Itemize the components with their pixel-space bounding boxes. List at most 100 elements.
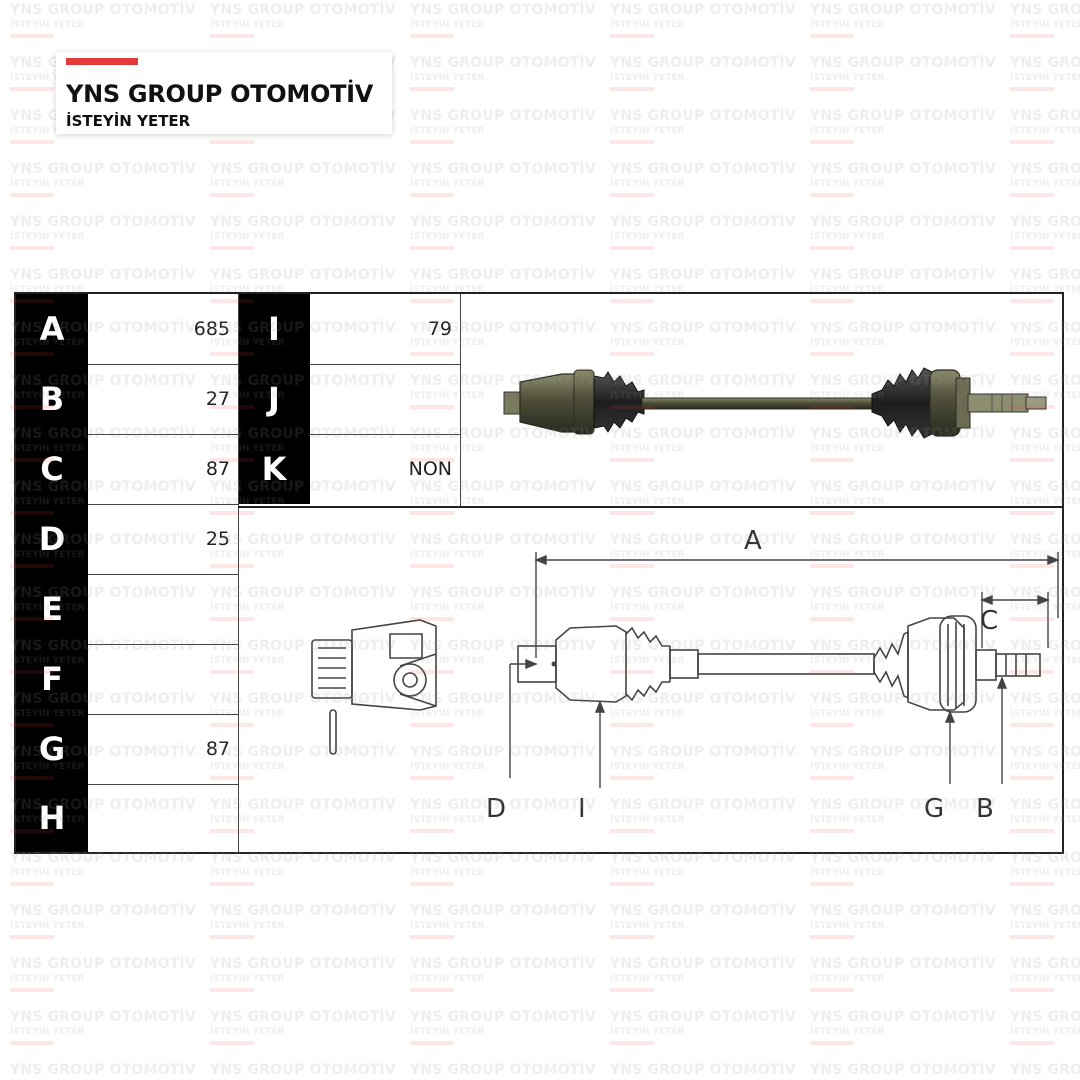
watermark-tile: YNS GROUP OTOMOTİV İSTEYİN YETER [200,1005,400,1058]
grid-line [238,294,239,852]
watermark-text: YNS GROUP OTOMOTİV [10,214,196,230]
watermark-bar [610,246,654,250]
watermark-bar [10,935,54,939]
watermark-text: YNS GROUP OTOMOTİV [1010,956,1080,972]
watermark-bar [810,988,854,992]
spec-value-g: 87 [205,738,230,760]
watermark-bar [810,34,854,38]
dimension-label-b: B [976,794,994,824]
watermark-bar [810,935,854,939]
watermark-text: YNS GROUP OTOMOTİV [610,108,796,124]
spec-letter-f: F [16,644,88,714]
spec-letter-k: K [238,434,310,504]
watermark-slogan: İSTEYİN YETER [410,179,485,189]
watermark-text: YNS GROUP OTOMOTİV [810,2,996,18]
watermark-bar [410,1041,454,1045]
watermark-text: YNS GROUP OTOMOTİV [210,903,396,919]
spec-letter-e: E [16,574,88,644]
grid-line [88,574,238,575]
watermark-bar [610,193,654,197]
watermark-slogan: İSTEYİN YETER [1010,232,1080,242]
watermark-bar [610,1041,654,1045]
watermark-text: YNS GROUP OTOMOTİV [810,956,996,972]
watermark-bar [210,1041,254,1045]
watermark-tile: YNS GROUP OTOMOTİV İSTEYİN YETER [400,210,600,263]
watermark-slogan: İSTEYİN YETER [10,179,85,189]
watermark-bar [10,87,54,91]
watermark-text: YNS GROUP OTOMOTİV [210,1009,396,1025]
watermark-slogan: İSTEYİN YETER [810,179,885,189]
watermark-slogan: İSTEYİN YETER [10,921,85,931]
spec-letter-g: G [16,714,88,784]
watermark-slogan: İSTEYİN YETER [410,868,485,878]
watermark-slogan: İSTEYİN YETER [810,1027,885,1037]
watermark-text: YNS GROUP OTOMOTİV [410,2,596,18]
watermark-text: YNS GROUP OTOMOTİV [10,903,196,919]
watermark-text: YNS GROUP OTOMOTİV [1010,267,1080,283]
watermark-slogan: İSTEYİN YETER [610,126,685,136]
watermark-text: YNS GROUP OTOMOTİV [210,2,396,18]
watermark-text: YNS GROUP OTOMOTİV [210,214,396,230]
watermark-bar [1010,935,1054,939]
watermark-bar [10,882,54,886]
watermark-bar [810,140,854,144]
spec-value-b: 27 [205,388,230,410]
watermark-bar [10,246,54,250]
spec-letter-i: I [238,294,310,364]
watermark-slogan: İSTEYİN YETER [1010,126,1080,136]
watermark-text: YNS GROUP OTOMOTİV [410,1009,596,1025]
watermark-slogan: İSTEYİN YETER [10,868,85,878]
watermark-text: YNS GROUP OTOMOTİV [1010,55,1080,71]
watermark-tile: YNS GROUP OTOMOTİV İSTEYİN YETER [600,104,800,157]
spec-letter-c: C [16,434,88,504]
watermark-bar [410,193,454,197]
watermark-slogan: İSTEYİN YETER [810,126,885,136]
grid-line [88,784,238,785]
watermark-text: YNS GROUP OTOMOTİV [410,903,596,919]
watermark-bar [1010,988,1054,992]
watermark-bar [210,193,254,197]
watermark-text: YNS GROUP OTOMOTİV [610,956,796,972]
watermark-bar [1010,34,1054,38]
watermark-slogan: İSTEYİN YETER [610,1027,685,1037]
watermark-text: YNS GROUP OTOMOTİV [410,214,596,230]
watermark-text: YNS GROUP OTOMOTİV [1010,1009,1080,1025]
watermark-slogan: İSTEYİN YETER [10,1027,85,1037]
watermark-slogan: İSTEYİN YETER [210,921,285,931]
watermark-slogan: İSTEYİN YETER [1010,179,1080,189]
watermark-text: YNS GROUP OTOMOTİV [610,214,796,230]
dimension-label-i: I [578,794,586,824]
watermark-bar [410,140,454,144]
watermark-bar [210,34,254,38]
watermark-slogan: İSTEYİN YETER [410,232,485,242]
watermark-slogan: İSTEYİN YETER [1010,73,1080,83]
watermark-slogan: İSTEYİN YETER [1010,1027,1080,1037]
watermark-bar [610,87,654,91]
watermark-slogan: İSTEYİN YETER [210,1027,285,1037]
spec-value-k: NON [408,458,452,480]
watermark-tile: YNS GROUP OTOMOTİV İSTEYİN YETER [1000,1005,1080,1058]
watermark-text: YNS GROUP OTOMOTİV [410,161,596,177]
watermark-bar [610,935,654,939]
watermark-bar [1010,882,1054,886]
watermark-bar [10,988,54,992]
watermark-text: YNS GROUP OTOMOTİV [1010,1062,1080,1078]
